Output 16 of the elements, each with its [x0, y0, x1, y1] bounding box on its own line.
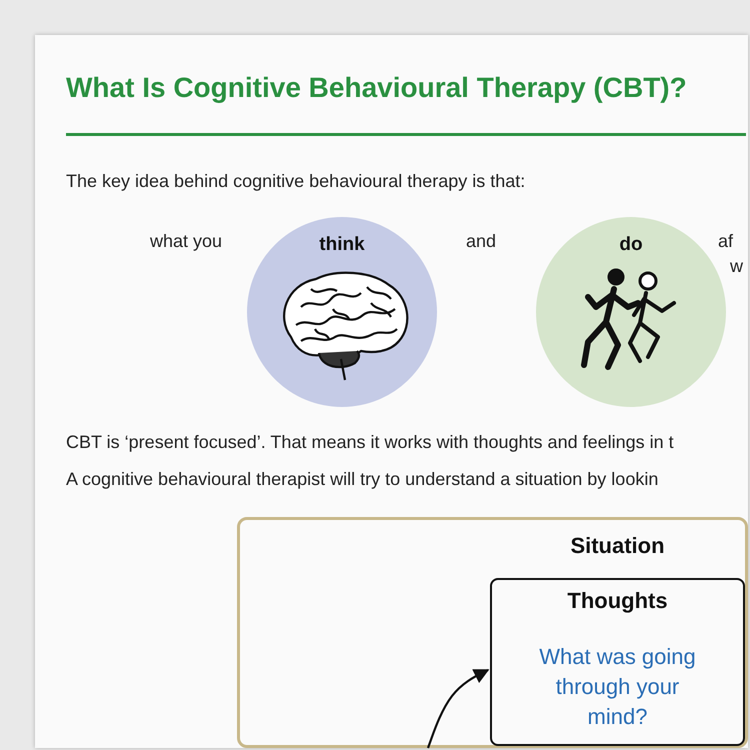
- body-text: The key idea behind cognitive behavioural therapy is that:: [66, 171, 526, 192]
- sentence-fragment: w: [730, 256, 743, 277]
- prompt-question: What was going through your mind?: [539, 644, 696, 729]
- body-text: CBT is ‘present focused’. That means it works with thoughts and feelings in t: [66, 432, 674, 453]
- situation-panel: [237, 517, 748, 748]
- keyword: think: [319, 234, 365, 255]
- keyword: do: [619, 234, 643, 255]
- thoughts-box: [490, 578, 745, 746]
- sentence-fragment: what you: [150, 231, 222, 252]
- arrow: [426, 669, 490, 748]
- sentence-fragment: and: [466, 231, 496, 252]
- body-text: A cognitive behavioural therapist will try to understand a situation by lookin: [66, 469, 658, 490]
- section-heading: Situation: [570, 533, 665, 558]
- section-heading: Thoughts: [567, 588, 668, 613]
- heading: What Is Cognitive Behavioural Therapy (CBT)?: [66, 72, 687, 104]
- sentence-fragment: af: [718, 231, 734, 252]
